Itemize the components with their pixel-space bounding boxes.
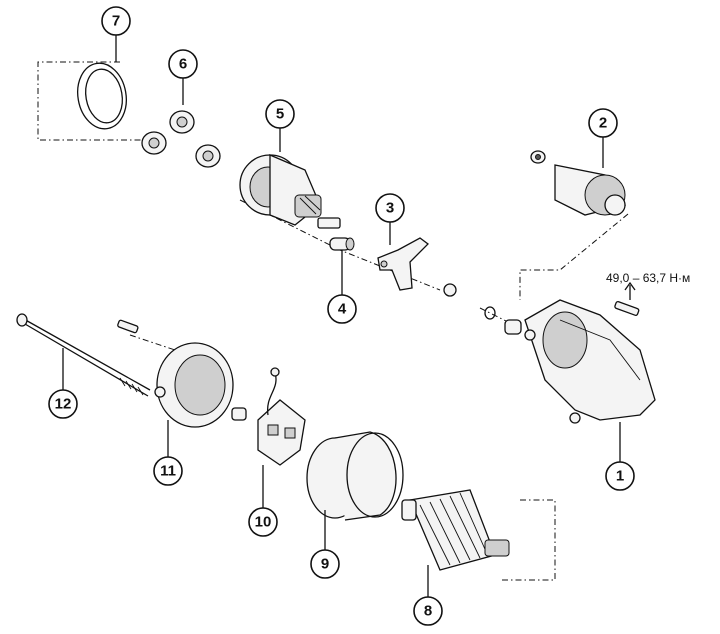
magnetic-switch [530,150,627,216]
callout-3: 3 [375,193,405,223]
callout-7: 7 [101,6,131,36]
armature [401,489,510,571]
leader-lines [62,35,621,597]
yoke [306,431,404,521]
planetary-gears [141,110,221,168]
callout-label: 10 [255,514,272,531]
brush-holder-screw [117,319,139,334]
torque-spec: 49,0 – 63,7 Н·м [606,271,690,285]
callout-5: 5 [265,99,295,129]
callout-label: 11 [160,463,176,480]
internal-gear-ring [77,62,127,130]
front-housing [524,299,656,424]
callout-9: 9 [310,549,340,579]
callout-label: 12 [55,396,72,413]
callout-label: 4 [338,301,347,318]
callout-label: 2 [599,115,607,132]
callout-6: 6 [168,49,198,79]
callout-8: 8 [413,596,443,626]
callout-12: 12 [48,389,78,419]
brush-holder [257,367,306,466]
callout-label: 8 [424,603,432,620]
through-bolt [16,313,151,397]
callout-1: 1 [605,461,635,491]
callout-label: 3 [386,200,394,217]
callout-label: 9 [321,556,329,573]
callout-label: 5 [276,106,284,123]
pinion-stop-collar [329,237,355,251]
rear-cover [154,342,247,428]
drive-lever [377,237,457,297]
callout-10: 10 [248,507,278,537]
callout-4: 4 [327,294,357,324]
callout-label: 1 [616,468,624,485]
callout-11: 11 [153,456,183,486]
overrunning-clutch-assembly [239,154,341,229]
callout-label: 6 [179,56,187,73]
callout-2: 2 [588,108,618,138]
seal-and-bushing [484,306,522,335]
callout-label: 7 [112,13,120,30]
housing-bolt [614,281,640,316]
